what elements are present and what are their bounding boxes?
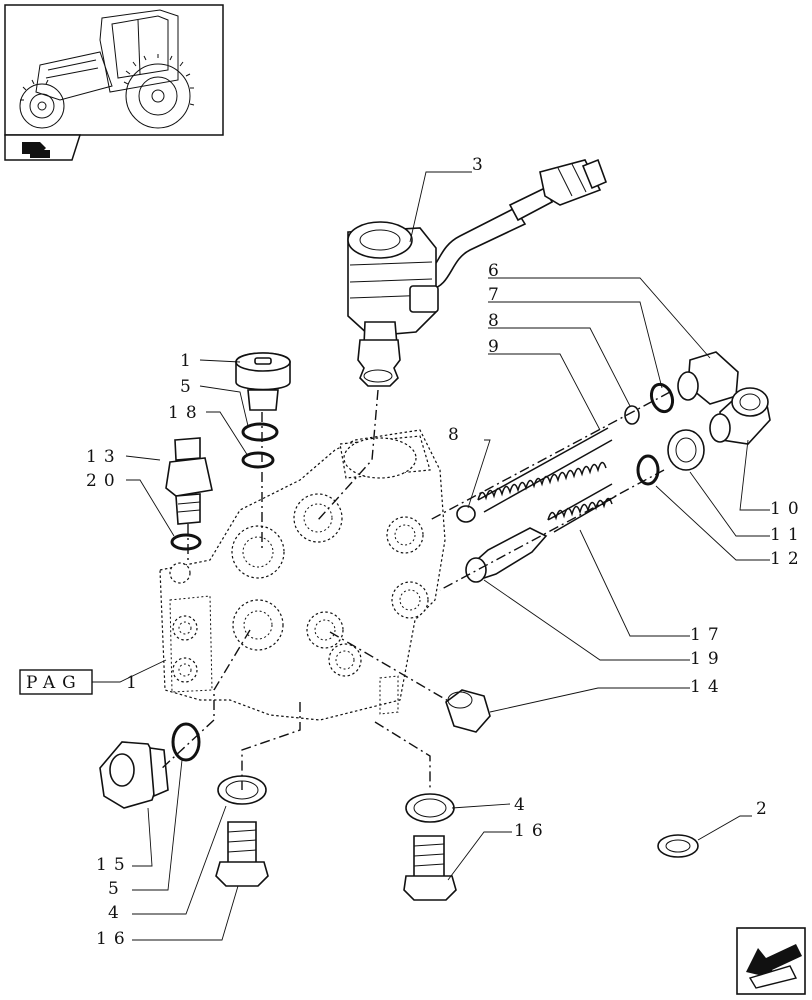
next-page-arrow-icon[interactable] — [736, 927, 806, 995]
o-ring-20 — [170, 533, 202, 551]
callout-10: 10 — [770, 499, 806, 519]
callout-12: 12 — [770, 549, 806, 569]
callout-15: 15 — [96, 855, 132, 875]
spring-17 — [547, 483, 617, 533]
o-ring-5b — [171, 722, 201, 762]
callout-16-right: 16 — [514, 821, 550, 841]
o-ring-5a — [241, 422, 279, 442]
callout-8-lower: 8 — [448, 425, 466, 445]
bolt-16a — [215, 821, 269, 887]
callout-1-pag: 1 — [126, 673, 144, 693]
pag-reference-box[interactable]: PAG — [19, 669, 93, 695]
callout-5-top: 5 — [180, 377, 198, 397]
callout-6: 6 — [488, 261, 506, 281]
valve-body — [159, 429, 446, 721]
callout-20: 20 — [86, 471, 122, 491]
callout-2: 2 — [756, 799, 774, 819]
callout-8: 8 — [488, 311, 506, 331]
callout-17: 17 — [690, 625, 726, 645]
callout-11: 11 — [770, 525, 806, 545]
washer-8b — [456, 505, 476, 523]
callout-4-right: 4 — [514, 795, 532, 815]
callout-13: 13 — [86, 447, 122, 467]
bolt-16b — [403, 835, 457, 901]
solenoid-valve — [347, 158, 608, 387]
washer-8a — [624, 405, 640, 425]
leader-lines — [92, 171, 770, 941]
seal-11 — [667, 429, 705, 471]
plug-14 — [445, 689, 491, 733]
callout-4-bottom: 4 — [108, 903, 126, 923]
valve-spool-19 — [465, 527, 548, 583]
callout-18: 18 — [168, 403, 204, 423]
pressure-switch — [165, 437, 213, 525]
callout-3: 3 — [472, 155, 490, 175]
tractor-thumbnail[interactable] — [4, 4, 224, 136]
plug-10 — [709, 387, 771, 445]
callout-9: 9 — [488, 337, 506, 357]
pag-label: PAG — [26, 673, 83, 693]
section-arrow-icon[interactable] — [4, 134, 82, 161]
callout-19: 19 — [690, 649, 726, 669]
o-ring-12 — [636, 454, 660, 486]
callout-labels: 3 6 7 8 9 8 1 5 18 13 20 10 11 12 17 19 … — [86, 155, 806, 949]
washer-4b — [405, 793, 455, 823]
callout-14: 14 — [690, 677, 726, 697]
o-ring-18 — [241, 451, 275, 469]
plug-15 — [99, 741, 169, 809]
callout-5-bottom: 5 — [108, 879, 126, 899]
plug-6 — [677, 351, 739, 405]
assembly-axes — [159, 389, 671, 790]
callout-16-bottom: 16 — [96, 929, 132, 949]
washer-2 — [657, 834, 699, 858]
spring-9 — [477, 427, 613, 513]
plug-top — [235, 352, 291, 411]
callout-1-top: 1 — [180, 351, 198, 371]
o-ring-7 — [649, 382, 675, 414]
callout-7: 7 — [488, 285, 506, 305]
